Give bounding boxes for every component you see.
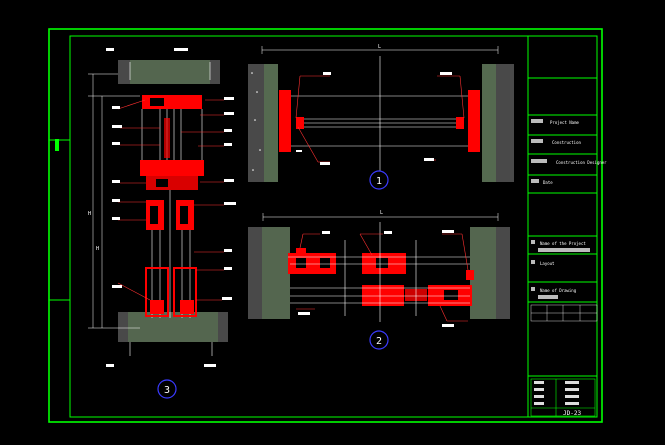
left-frame (279, 90, 291, 152)
date-label: Date (543, 180, 553, 185)
detail-2: L (248, 210, 510, 350)
sill-right (173, 267, 197, 317)
right-frame (468, 90, 480, 152)
left-wall-2 (248, 227, 290, 319)
detail1-bubble (369, 170, 389, 190)
right-wall-2 (470, 227, 510, 319)
lower-sash (362, 285, 404, 306)
transom (140, 160, 204, 176)
detail2-bubble-number: 2 (376, 336, 382, 347)
title-block: Project Name Construction Construction D… (527, 36, 607, 417)
layout-label: Layout (540, 261, 555, 266)
project-name-label: Project Name (550, 120, 579, 125)
outer-frame (48, 28, 603, 423)
detail-3: H H (88, 48, 236, 399)
detail1-width-mark: L (378, 44, 381, 50)
detail-1: L (248, 44, 514, 190)
detail3-height-mark: H (88, 211, 91, 217)
sheet-number: JD-23 (563, 410, 581, 417)
detail3-height-mark-2: H (96, 246, 99, 252)
left-wall (248, 64, 278, 182)
construction-label: Construction (552, 140, 581, 145)
binding-tick (55, 139, 59, 151)
drawing-name-label: Name of Drawing (540, 288, 577, 293)
inner-frame (69, 35, 598, 418)
designer-label: Construction Designer (556, 160, 607, 165)
top-slab (118, 60, 220, 84)
detail3-bubble (157, 379, 177, 399)
sill-left (145, 267, 169, 317)
right-wall (482, 64, 514, 182)
detail2-width-mark: L (380, 210, 383, 216)
detail3-bubble-number: 3 (164, 385, 170, 396)
detail1-bubble-number: 1 (376, 176, 382, 187)
detail2-bubble (369, 330, 389, 350)
section-title-label: Name of the Project (540, 241, 586, 246)
